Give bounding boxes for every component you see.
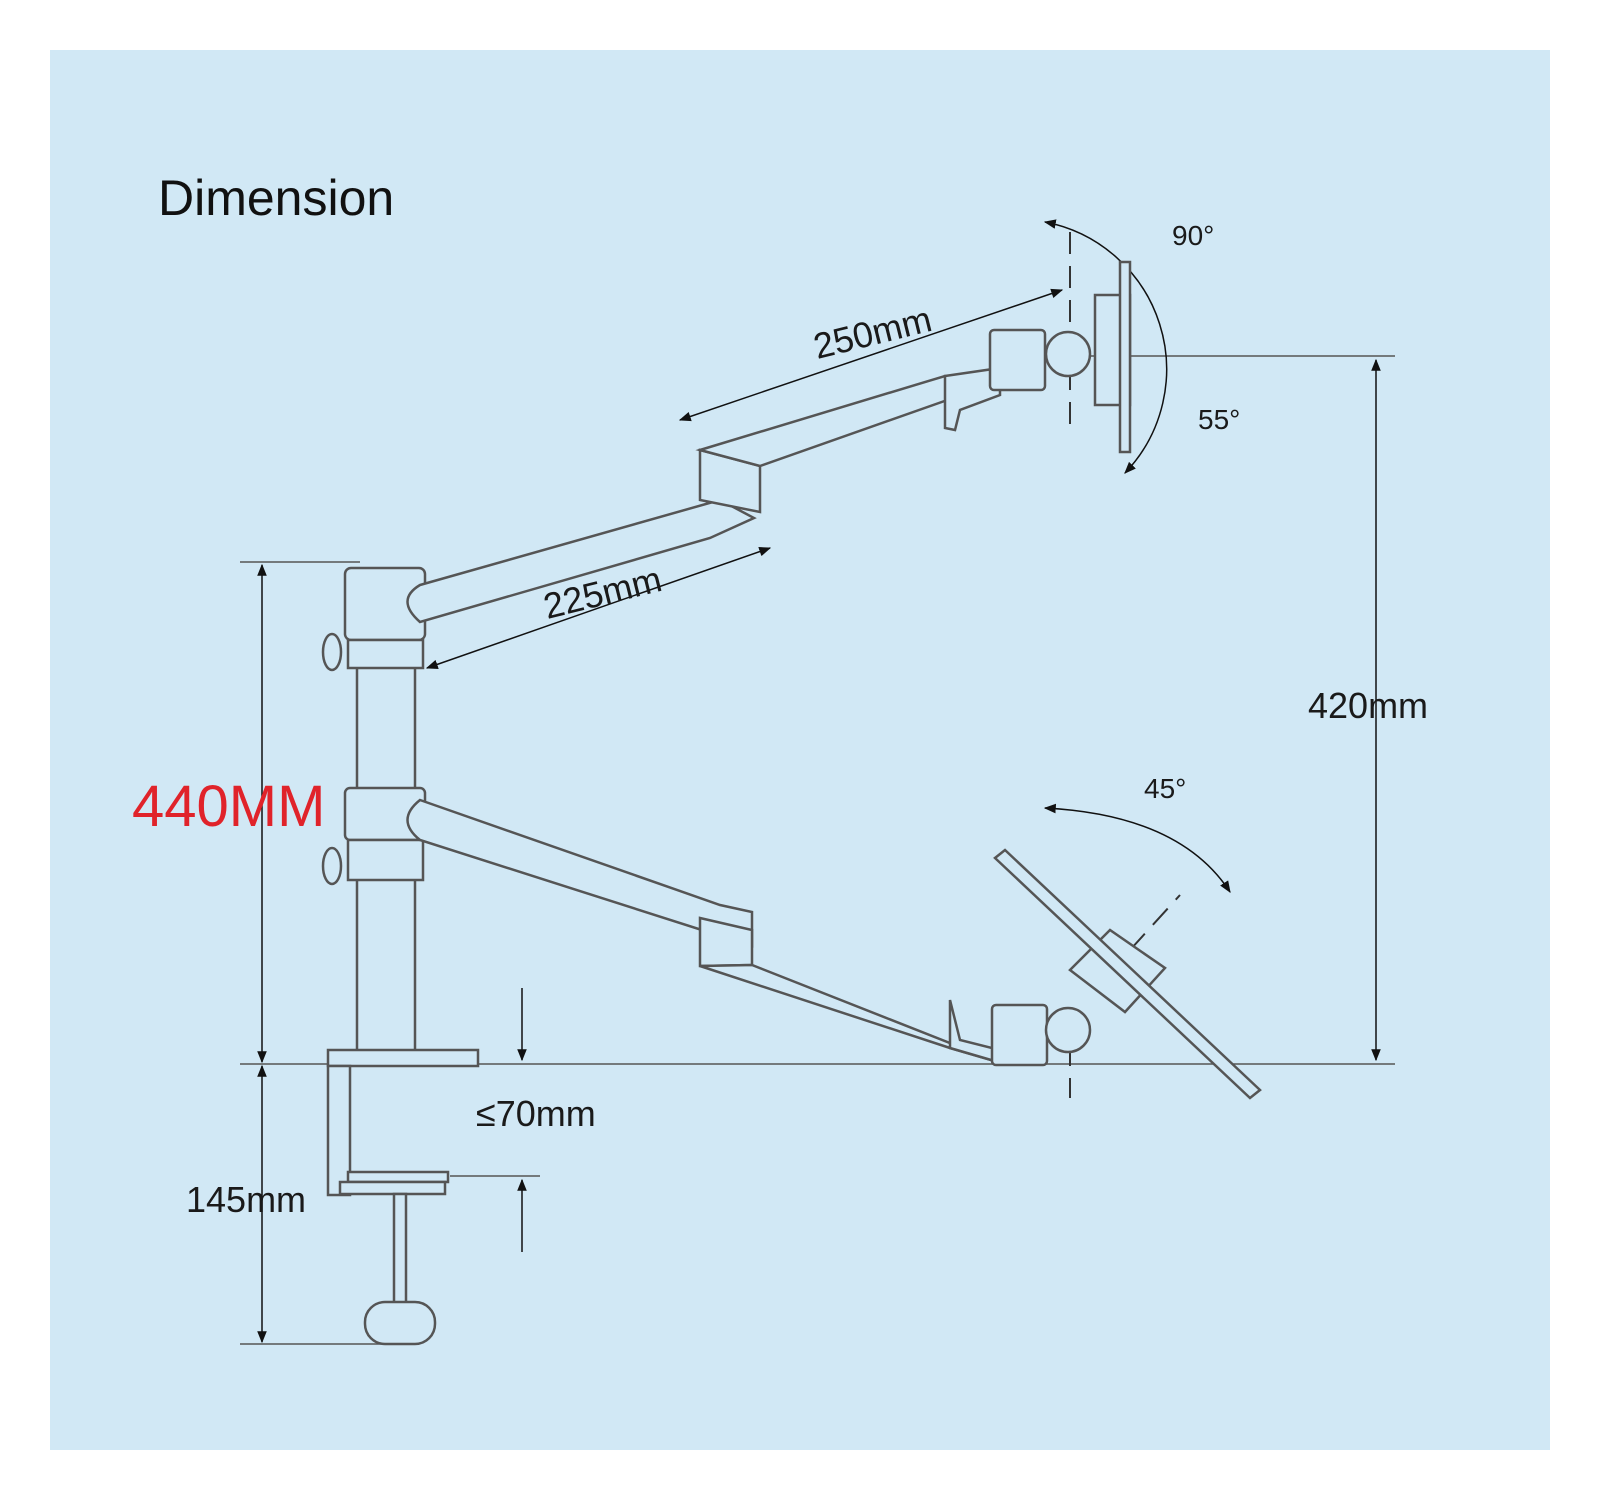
tray-tilt-angle-label: 45° — [1144, 773, 1187, 804]
clamp-thickness-label: ≤70mm — [476, 1093, 596, 1134]
background-rect — [50, 50, 1550, 1450]
pole-height-label: 440MM — [132, 774, 326, 839]
tilt-back-angle-label: 90° — [1172, 220, 1215, 251]
upper-arm — [406, 260, 1132, 624]
lower-arm — [406, 798, 1262, 1100]
pole-and-clamp — [321, 566, 480, 1346]
height-range-label: 420mm — [1308, 685, 1429, 726]
dimension-arrows — [257, 219, 1381, 1344]
tilt-forward-angle-label: 55° — [1198, 404, 1241, 435]
clamp-depth-label: 145mm — [186, 1179, 307, 1220]
diagram-title: Dimension — [158, 170, 395, 226]
